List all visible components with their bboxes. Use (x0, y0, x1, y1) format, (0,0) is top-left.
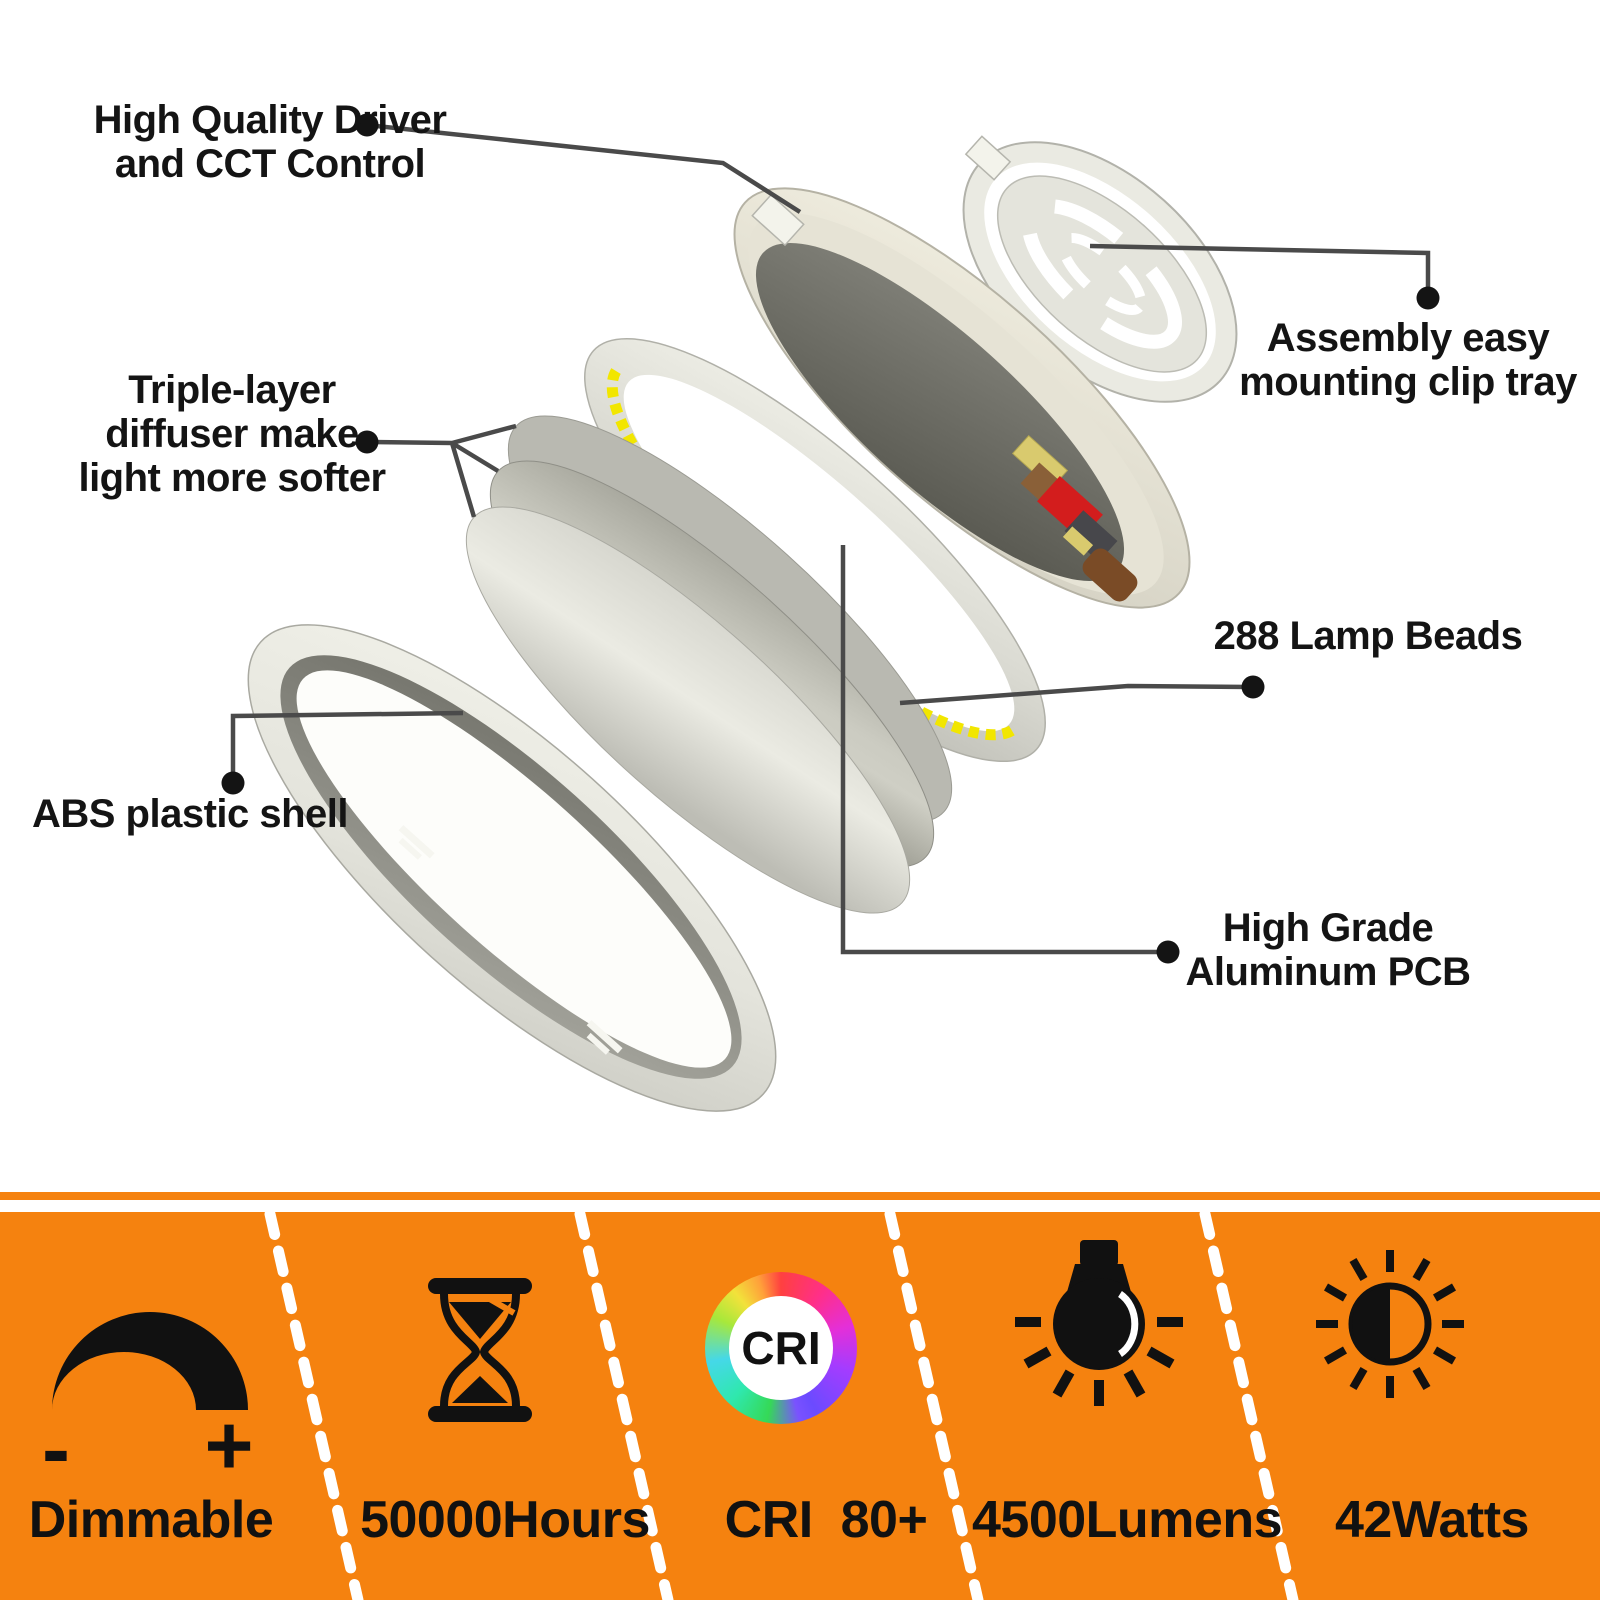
banner-white-gap (0, 1200, 1600, 1212)
section-divider (264, 1208, 364, 1600)
shell-clip-mark (586, 1020, 623, 1055)
cri-badge-text: CRI (729, 1296, 833, 1400)
dimmer-minus-label: - (42, 1402, 70, 1496)
section-divider (884, 1208, 984, 1600)
brightness-sun-icon (1316, 1250, 1464, 1398)
callout-line: and CCT Control (114, 142, 426, 186)
light-bulb-icon (1015, 1240, 1183, 1406)
callout-driver: High Quality Driver and CCT Control (94, 98, 447, 186)
callout-pcb: High Grade Aluminum PCB (1185, 906, 1471, 994)
hourglass-sand-bottom (452, 1376, 508, 1403)
callout-line: mounting clip tray (1239, 360, 1577, 404)
leader-driver (366, 122, 802, 214)
leader-beads (899, 683, 1252, 706)
callout-beads: 288 Lamp Beads (1214, 614, 1523, 658)
callout-tray: Assembly easy mounting clip tray (1239, 316, 1577, 404)
shell-clip-mark (398, 825, 435, 860)
leader-diffuser (366, 423, 517, 518)
tray-slot (1057, 232, 1147, 316)
callout-line: High Quality Driver (93, 98, 447, 142)
abs-shell-ring (247, 624, 777, 1112)
dimmer-plus-label: + (204, 1398, 253, 1492)
cri-color-ring-icon: CRI (705, 1272, 857, 1424)
callout-line: Aluminum PCB (1185, 950, 1471, 994)
leader-tray (1089, 243, 1431, 294)
feature-label-watts: 42Watts (1335, 1491, 1529, 1549)
led-ring (584, 337, 1046, 763)
leader-lines (230, 122, 1431, 955)
callout-line: Assembly easy (1266, 316, 1550, 360)
banner-top-strip (0, 1192, 1600, 1200)
dimmer-arc-icon: - + (42, 1312, 254, 1496)
feature-label-hours: 50000Hours (360, 1491, 650, 1549)
bulb-rays (1015, 1317, 1183, 1406)
callout-line: ABS plastic shell (31, 792, 349, 836)
hourglass-icon (428, 1278, 532, 1422)
leader-pcb (840, 545, 1166, 955)
feature-label-cri: CRI 80+ (724, 1491, 928, 1549)
feature-label-dimmable: Dimmable (28, 1491, 274, 1549)
tray-clip-tab (964, 135, 1012, 181)
exploded-view-diagram (221, 113, 1440, 1112)
callout-shell: ABS plastic shell (31, 792, 349, 836)
housing-tab (751, 193, 805, 247)
leader-shell (230, 710, 464, 779)
callout-line: Triple-layer (128, 368, 336, 412)
hourglass-sand-top (449, 1302, 511, 1339)
section-divider (1199, 1208, 1299, 1600)
sun-half-fill (1352, 1286, 1390, 1362)
callout-line: High Grade (1222, 906, 1434, 950)
wire-connectors (1011, 434, 1138, 602)
driver-assembly (733, 187, 1191, 640)
aluminum-pcb-disc (755, 243, 1125, 581)
callout-line: 288 Lamp Beads (1213, 614, 1523, 658)
tray-slot (1022, 199, 1182, 349)
callout-line: light more softer (78, 456, 386, 500)
leader-dots (221, 113, 1440, 964)
sun-rays (1316, 1250, 1464, 1398)
feature-label-lumens: 4500Lumens (971, 1491, 1283, 1549)
callout-diffuser: Triple-layer diffuser make light more so… (78, 368, 386, 500)
diffuser-front (465, 506, 911, 914)
section-divider (574, 1208, 674, 1600)
callout-line: diffuser make (105, 412, 359, 456)
section-dividers (264, 1208, 1299, 1600)
